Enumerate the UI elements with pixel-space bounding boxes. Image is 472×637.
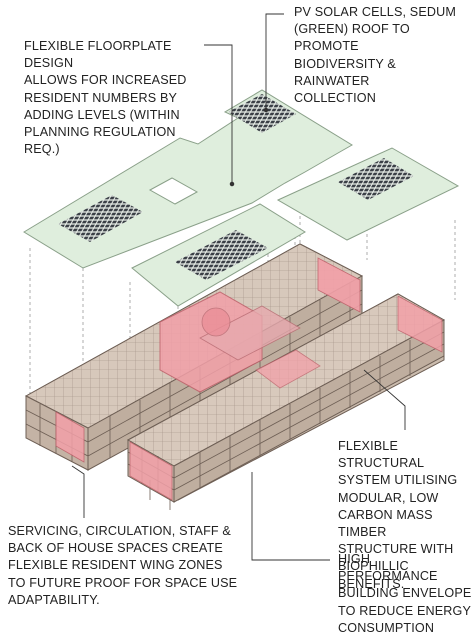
annotation-servicing-circulation: SERVICING, CIRCULATION, STAFF & BACK OF …	[8, 524, 238, 607]
circulation-link	[159, 291, 301, 393]
timber-frame-south-wing	[126, 293, 446, 510]
solar-panel-array	[58, 195, 143, 242]
solar-panel-array	[175, 230, 268, 280]
annotation-pv-sedum-roof: PV SOLAR CELLS, SEDUM (GREEN) ROOF TO PR…	[294, 5, 457, 106]
diagram-canvas: FLEXIBLE FLOORPLATE DESIGN ALLOWS FOR IN…	[8, 5, 472, 635]
roof-plate-main	[23, 89, 353, 269]
annotation-building-envelope: HIGH PERFORMANCE BUILDING ENVELOPE TO RE…	[338, 552, 472, 635]
service-core	[397, 295, 443, 353]
leader-lines	[71, 13, 406, 561]
service-core	[55, 411, 85, 463]
service-core	[129, 441, 173, 501]
roof-plate-right	[276, 147, 460, 241]
solar-panel-array	[338, 158, 414, 200]
roof-plate-centre	[131, 203, 306, 307]
service-core	[255, 349, 321, 389]
annotation-flexible-structure: FLEXIBLE STRUCTURAL SYSTEM UTILISING MOD…	[338, 439, 458, 591]
exploded-axonometric-drawing	[23, 13, 460, 561]
solar-panel-array	[228, 94, 296, 133]
service-core	[317, 257, 361, 313]
annotation-flexible-floorplate: FLEXIBLE FLOORPLATE DESIGN ALLOWS FOR IN…	[24, 39, 187, 157]
